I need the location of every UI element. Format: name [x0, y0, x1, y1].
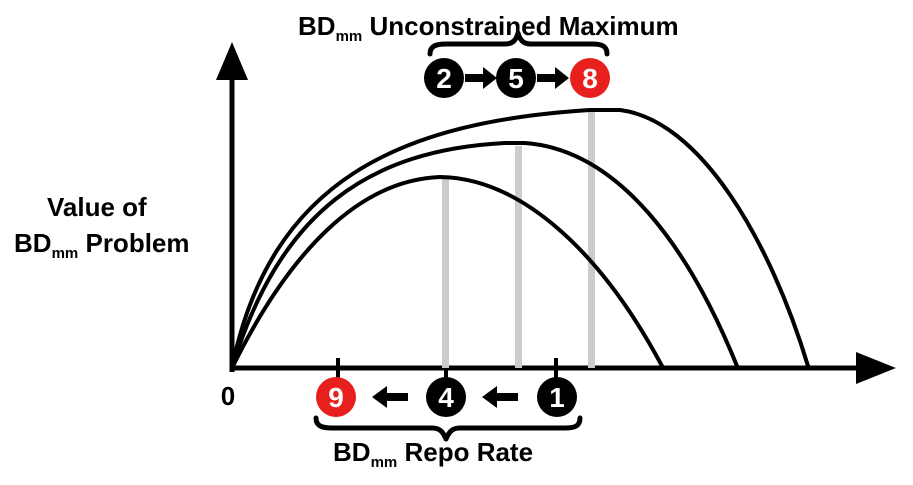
- top-step-1-circle: [424, 58, 464, 98]
- x-axis-label: BDmm Repo Rate: [333, 437, 533, 471]
- top-sequence: 2 5 8: [424, 58, 610, 98]
- bottom-step-1-label: 9: [328, 382, 344, 413]
- bottom-step-2-circle: [426, 377, 466, 417]
- bottom-step-3-label: 1: [549, 382, 565, 413]
- y-axis-label-line1: Value of: [47, 192, 147, 222]
- top-brace-icon: [427, 30, 610, 57]
- arrow-right-icon: [465, 67, 497, 89]
- top-step-2-circle: [496, 58, 536, 98]
- y-axis-label-line2: BDmm Problem: [14, 228, 190, 262]
- curve-inner: [230, 175, 664, 370]
- guide-line-inner: [442, 176, 449, 368]
- bottom-step-1-circle: [316, 377, 356, 417]
- curve-middle: [230, 141, 739, 370]
- top-step-3-label: 8: [582, 63, 598, 94]
- top-step-1-label: 2: [436, 63, 452, 94]
- y-axis-arrowhead: [216, 42, 248, 80]
- curve-outer: [230, 108, 810, 370]
- bottom-step-2-label: 4: [438, 382, 454, 413]
- arrow-left-icon: [372, 386, 408, 408]
- top-step-2-label: 5: [508, 63, 524, 94]
- arrow-left-icon: [482, 386, 518, 408]
- value-curves: [230, 108, 810, 370]
- diagram-title: BDmm Unconstrained Maximum: [298, 11, 679, 45]
- maximum-guides: [442, 112, 595, 368]
- bottom-step-3-circle: [537, 377, 577, 417]
- arrow-right-icon: [537, 67, 569, 89]
- guide-line-middle: [515, 146, 522, 368]
- x-axis-arrowhead: [856, 352, 896, 384]
- bottom-sequence: 9 4 1: [316, 377, 577, 417]
- origin-label: 0: [221, 381, 235, 411]
- top-step-3-circle: [570, 58, 610, 98]
- bottom-brace-icon: [313, 415, 583, 442]
- guide-line-outer: [588, 112, 595, 368]
